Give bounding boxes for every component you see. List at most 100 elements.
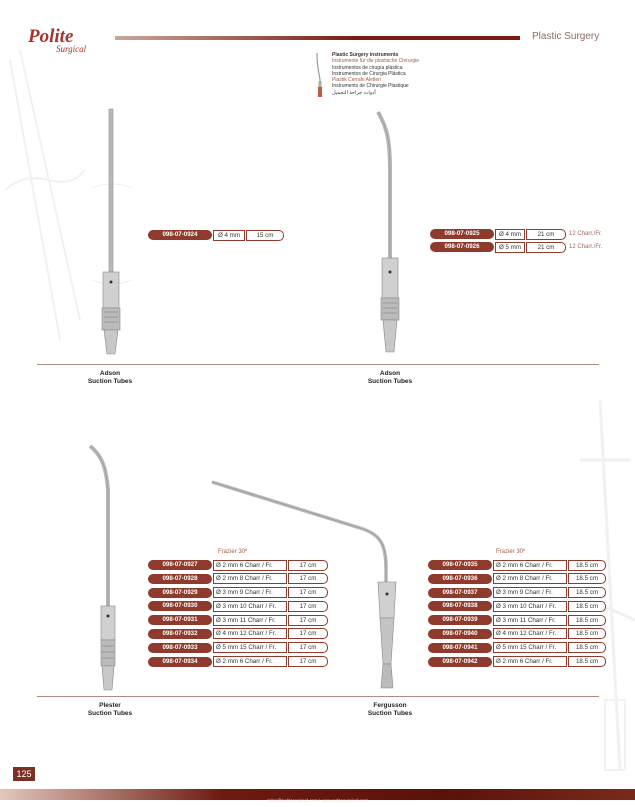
item-code: 098-07-0937	[428, 587, 492, 598]
item-code: 098-07-0940	[428, 628, 492, 639]
item-code: 098-07-0930	[148, 601, 212, 612]
watermark-left	[4, 49, 86, 341]
item-diameter: Ø 4 mm 12 Charr / Fr.	[493, 628, 567, 640]
item-length: 17 cm	[288, 656, 328, 668]
header-rule	[115, 36, 520, 40]
item-code: 098-07-0927	[148, 560, 212, 570]
item-length: 17 cm	[288, 600, 328, 612]
item-length: 17 cm	[288, 587, 328, 599]
language-line: Instruments de Chirurgie Plastique	[332, 83, 409, 90]
item-length: 18.5 cm	[568, 573, 606, 585]
language-line: Plastic Surgery instruments	[332, 52, 399, 58]
language-line: Instrumente für die plastische Chirurgie	[332, 58, 419, 65]
item-code: 098-07-0929	[148, 587, 212, 598]
item-diameter: Ø 2 mm 8 Charr / Fr.	[493, 573, 567, 585]
item-code: 098-07-0939	[428, 615, 492, 626]
caption-type: Suction Tubes	[367, 710, 413, 717]
adson-angled-suction-tube-image	[376, 111, 400, 353]
item-code: 098-07-0933	[148, 642, 212, 653]
item-diameter: Ø 2 mm 6 Charr / Fr.	[493, 656, 567, 668]
item-diameter: Ø 5 mm	[495, 241, 525, 253]
caption-name: Fergusson	[373, 702, 407, 709]
item-code: 098-07-0926	[430, 242, 494, 252]
item-diameter: Ø 3 mm 10 Charr / Fr.	[493, 600, 567, 612]
item-length: 17 cm	[288, 559, 328, 571]
item-code: 098-07-0928	[148, 573, 212, 584]
language-line: Instrumentos de Cirurgia Plástica	[332, 70, 406, 77]
caption-adson-2: Adson Suction Tubes	[350, 370, 430, 386]
suction-tube-icon	[316, 52, 322, 97]
product-table-adson-2: 098-07-0925 Ø 4 mm 21 cm 12 Charr./Fr. 0…	[430, 228, 602, 253]
item-length: 17 cm	[288, 628, 328, 640]
item-length: 18.5 cm	[568, 642, 606, 654]
table-heading: Frazier 30º	[496, 549, 526, 555]
caption-type: Suction Tubes	[87, 710, 133, 717]
language-line: أدوات جراحة التجميل	[332, 89, 376, 96]
item-code: 098-07-0936	[428, 573, 492, 584]
item-diameter: Ø 3 mm 11 Charr / Fr.	[493, 614, 567, 626]
caption-fergusson: Fergusson Suction Tubes	[350, 702, 430, 718]
caption-type: Suction Tubes	[367, 378, 413, 385]
footer-contact: sales@politesurgical.com | www.politesur…	[266, 798, 369, 803]
caption-name: Adson	[379, 370, 401, 377]
item-diameter: Ø 3 mm 10 Charr / Fr.	[213, 600, 287, 612]
adson-suction-tube-image	[92, 108, 132, 355]
section-divider	[37, 696, 599, 697]
item-length: 15 cm	[246, 229, 284, 241]
item-diameter: Ø 2 mm 8 Charr / Fr.	[213, 573, 287, 585]
item-length: 17 cm	[288, 573, 328, 585]
item-code: 098-07-0931	[148, 615, 212, 626]
item-diameter: Ø 4 mm 12 Charr / Fr.	[213, 628, 287, 640]
item-charr: 12 Charr./Fr.	[569, 244, 603, 250]
footer-bar: sales@politesurgical.com | www.politesur…	[0, 789, 635, 803]
language-list: Plastic Surgery instruments Instrumente …	[332, 52, 419, 96]
language-line: Plastik Cerrahi Aletleri	[332, 77, 381, 84]
item-length: 18.5 cm	[568, 656, 606, 668]
item-diameter: Ø 4 mm	[213, 229, 245, 241]
table-row: 098-07-0925 Ø 4 mm 21 cm 12 Charr./Fr.	[430, 228, 602, 240]
page-number: 125	[13, 767, 35, 781]
brand-logo: Polite Surgical	[28, 27, 86, 54]
item-diameter: Ø 2 mm 6 Charr / Fr.	[213, 656, 287, 668]
brand-name: Polite	[28, 26, 74, 47]
item-length: 21 cm	[526, 241, 566, 253]
item-code: 098-07-0935	[428, 560, 492, 570]
item-length: 18.5 cm	[568, 614, 606, 626]
plester-suction-tube-image	[88, 444, 116, 691]
caption-name: Adson	[99, 370, 121, 377]
item-diameter: Ø 2 mm 6 Charr / Fr.	[213, 559, 287, 571]
brand-subtitle: Surgical	[56, 44, 87, 54]
item-code: 098-07-0932	[148, 628, 212, 639]
item-length: 21 cm	[526, 228, 566, 240]
item-diameter: Ø 3 mm 9 Charr / Fr.	[493, 587, 567, 599]
item-code: 098-07-0941	[428, 642, 492, 653]
caption-plester: Plester Suction Tubes	[70, 702, 150, 718]
item-diameter: Ø 5 mm 15 Charr / Fr.	[213, 642, 287, 654]
item-length: 18.5 cm	[568, 587, 606, 599]
section-divider	[37, 364, 599, 365]
page-title: Plastic Surgery	[532, 31, 600, 42]
fergusson-suction-tube-image	[211, 480, 397, 689]
item-length: 17 cm	[288, 614, 328, 626]
item-diameter: Ø 2 mm 6 Charr / Fr.	[493, 559, 567, 571]
table-row: 098-07-0926 Ø 5 mm 21 cm 12 Charr./Fr.	[430, 241, 602, 253]
item-code: 098-07-0924	[148, 230, 212, 240]
item-length: 18.5 cm	[568, 559, 606, 571]
item-length: 18.5 cm	[568, 600, 606, 612]
item-charr: 12 Charr./Fr.	[569, 231, 603, 237]
